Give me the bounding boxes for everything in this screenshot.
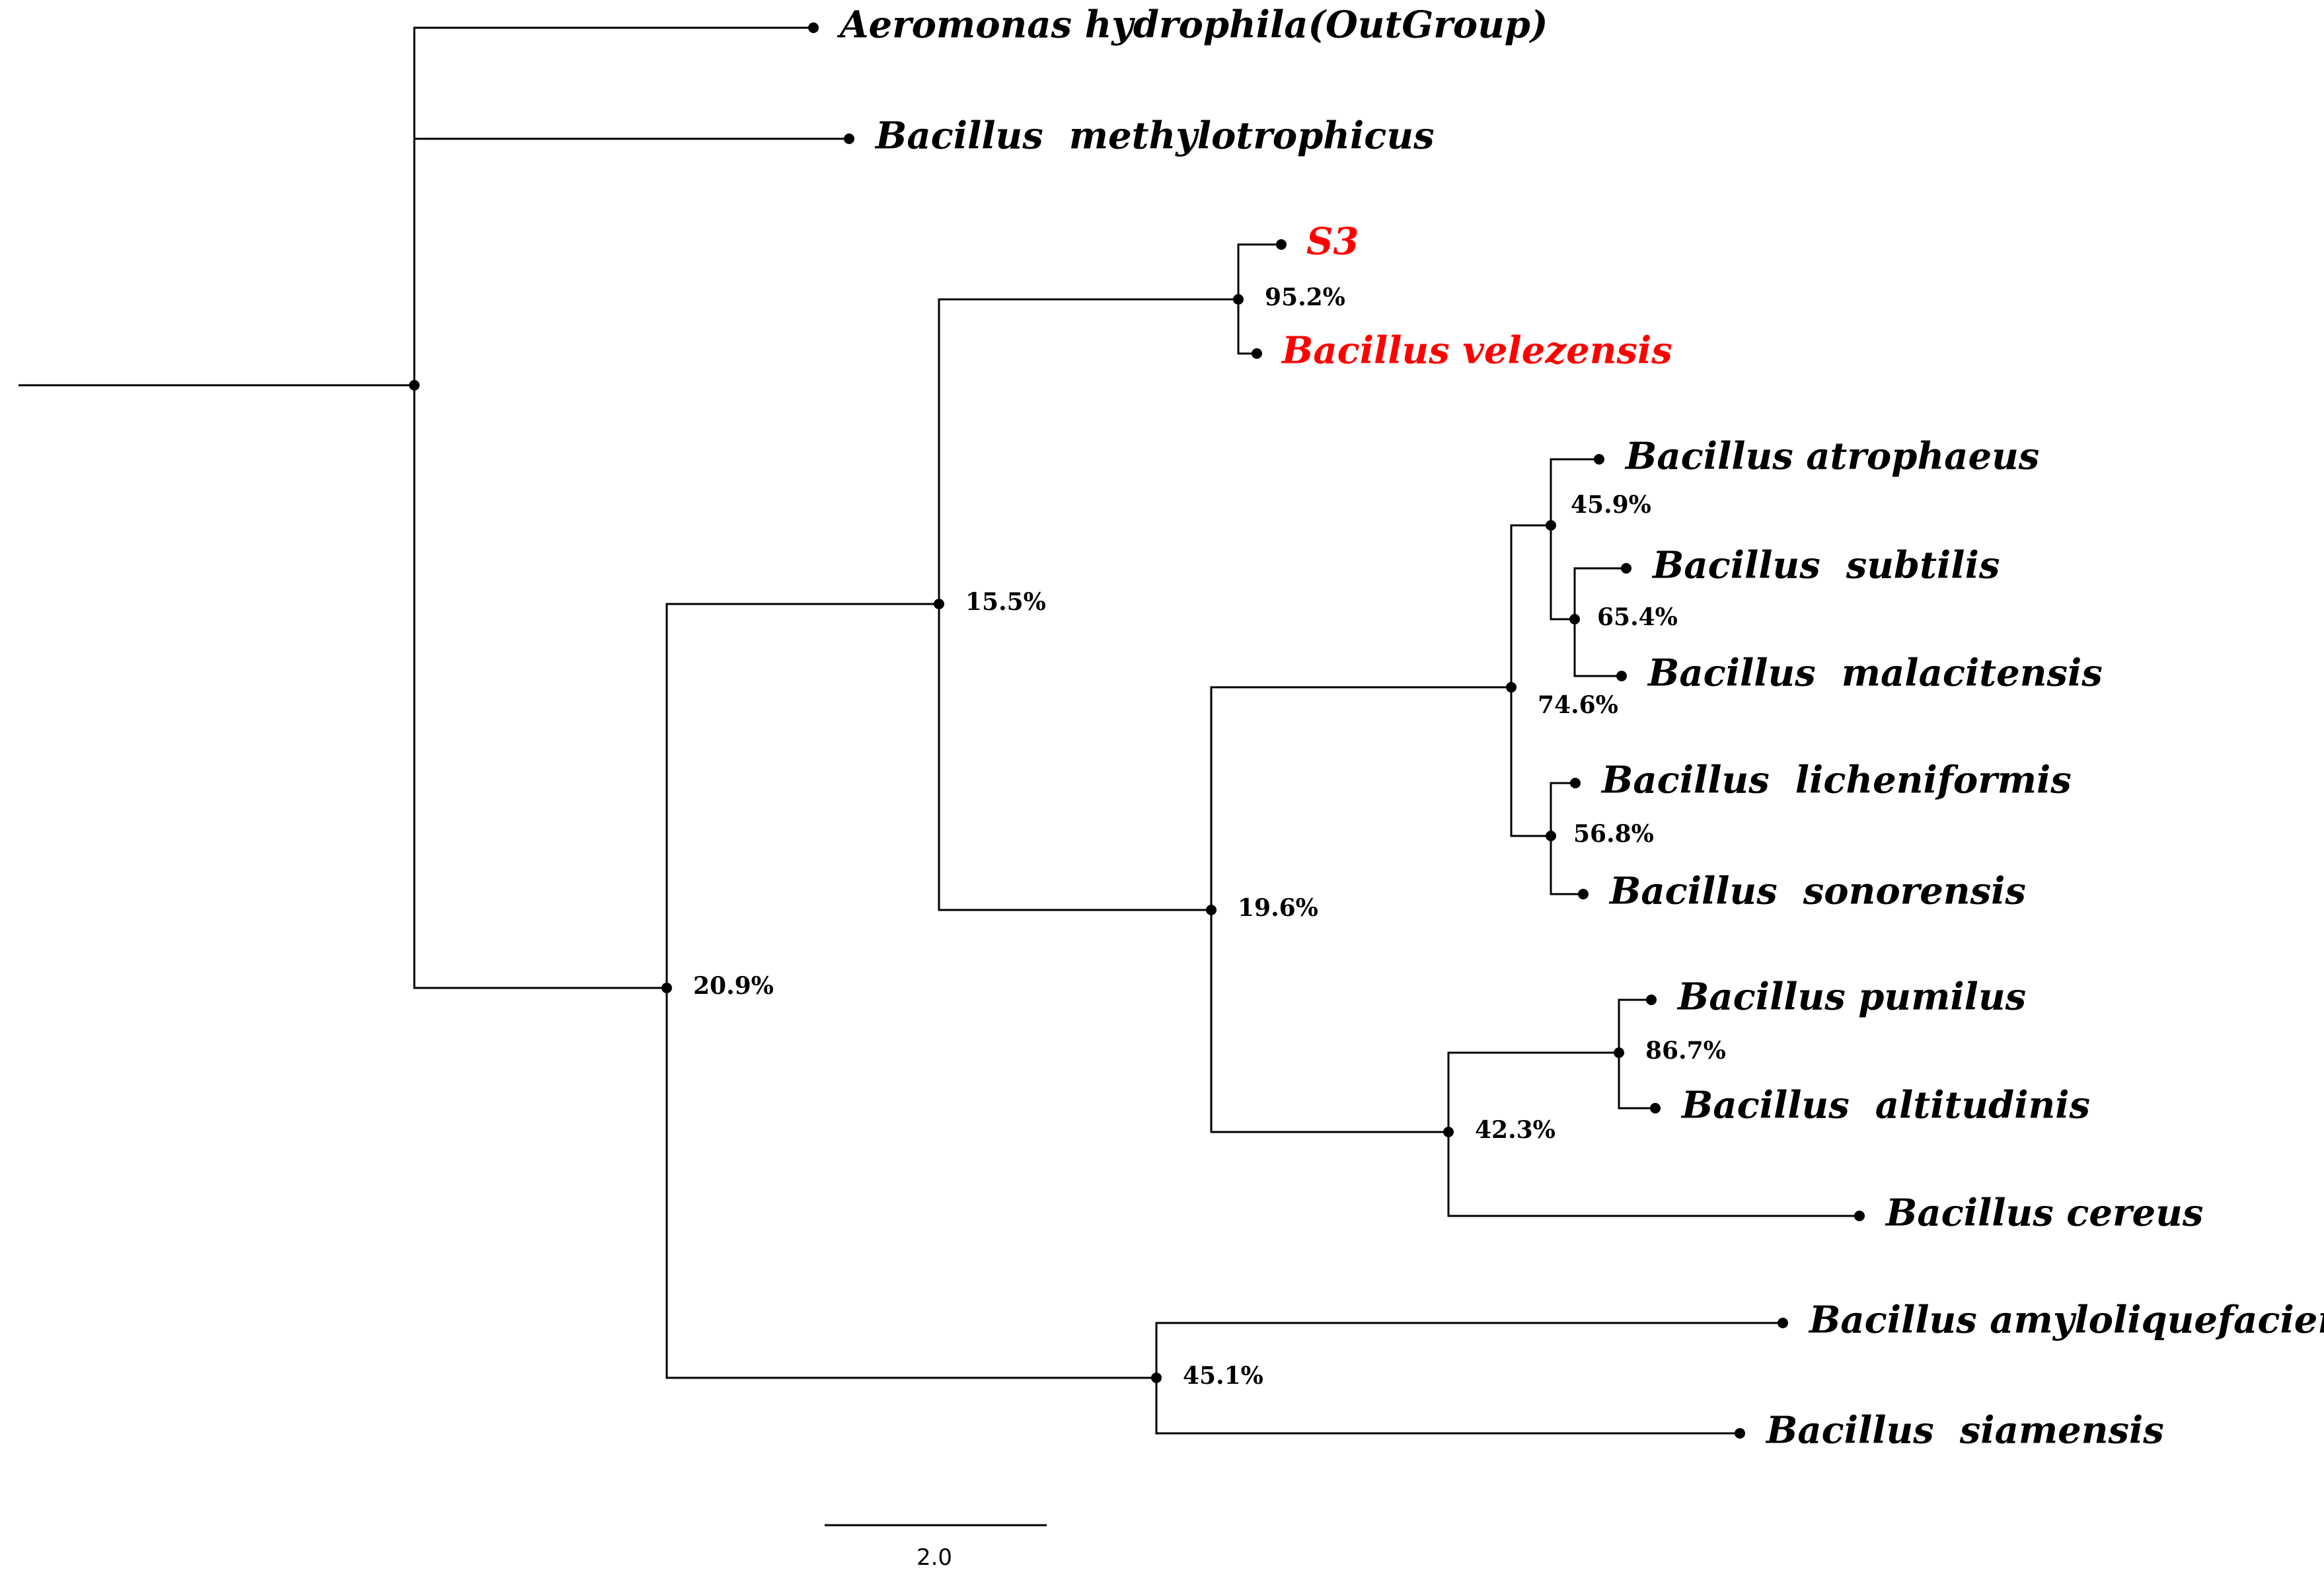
leaf-label-methylo: Bacillus methylotrophicus: [874, 114, 1435, 158]
node-n423: [1443, 1127, 1454, 1137]
node-n209: [661, 983, 672, 993]
node-n654: [1569, 614, 1580, 624]
branch-n155-n952: [938, 298, 1238, 604]
branch-n209-n155: [665, 603, 939, 988]
branch-root-aeromonas: [413, 26, 813, 385]
branch-n196-n746: [1210, 686, 1511, 910]
leaf-dot-aeromonas: [808, 22, 819, 33]
leaf-dot-subtilis: [1621, 563, 1631, 574]
leaf-label-altitudinis: Bacillus altitudinis: [1680, 1084, 2090, 1127]
leaf-label-velezensis: Bacillus velezensis: [1281, 329, 1672, 373]
node-n196: [1206, 905, 1217, 915]
leaf-dot-licheniformis: [1570, 778, 1581, 788]
leaf-label-siamensis: Bacillus siamensis: [1765, 1409, 2164, 1452]
labels: 20.9% 15.5% 95.2% 19.6% 74.6% 45.9% 65.4% 56.8%…: [693, 3, 2324, 1452]
branch-n952-velezensis: [1237, 299, 1257, 355]
leaf-label-s3: S3: [1306, 220, 1359, 264]
leaf-label-subtilis: Bacillus subtilis: [1651, 544, 2000, 587]
branch-n423-n867: [1447, 1051, 1619, 1132]
support-n952: 95.2%: [1265, 283, 1345, 311]
branch-n196-n423: [1210, 910, 1448, 1133]
node-root: [409, 380, 420, 391]
branch-n746-n568: [1510, 687, 1551, 837]
leaf-label-amylo: Bacillus amyloliquefaciens: [1808, 1299, 2324, 1342]
leaf-label-sonorensis: Bacillus sonorensis: [1608, 870, 2026, 913]
branches: [19, 26, 1859, 1435]
support-n459: 45.9%: [1571, 491, 1651, 519]
node-n155: [934, 599, 944, 609]
scale-bar: 2.0: [825, 1524, 1047, 1571]
branch-n568-sonorensis: [1550, 836, 1583, 895]
leaf-dot-amylo: [1778, 1318, 1788, 1328]
branch-n654-malacitensis: [1573, 619, 1622, 677]
support-n155: 15.5%: [965, 588, 1046, 616]
branch-n423-cereus: [1447, 1132, 1859, 1217]
branch-n952-s3: [1237, 243, 1281, 299]
support-n867: 86.7%: [1645, 1037, 1726, 1065]
branch-root-n209: [413, 385, 667, 989]
support-n196: 19.6%: [1238, 894, 1318, 922]
branch-root-methylo: [413, 137, 849, 385]
node-n459: [1546, 520, 1556, 531]
support-n209: 20.9%: [693, 972, 774, 1000]
support-n654: 65.4%: [1597, 603, 1678, 631]
branch-n867-altitudinis: [1618, 1053, 1655, 1110]
leaf-dot-sonorensis: [1578, 889, 1589, 899]
nodes: [409, 22, 1865, 1439]
support-n568: 56.8%: [1573, 820, 1654, 848]
leaf-label-atrophaeus: Bacillus atrophaeus: [1624, 435, 2039, 478]
leaf-dot-velezensis: [1252, 348, 1262, 359]
node-n952: [1233, 294, 1244, 305]
support-n423: 42.3%: [1475, 1116, 1556, 1144]
branch-n451-amylo: [1155, 1322, 1783, 1378]
branch-n459-n654: [1550, 525, 1575, 621]
leaf-dot-s3: [1276, 239, 1287, 250]
branch-n568-licheniformis: [1550, 782, 1575, 836]
branch-n746-n459: [1510, 524, 1551, 687]
leaf-label-licheniformis: Bacillus licheniformis: [1600, 759, 2072, 802]
leaf-dot-siamensis: [1735, 1428, 1745, 1439]
branch-n451-siamensis: [1155, 1378, 1740, 1435]
leaf-dot-pumilus: [1646, 995, 1657, 1005]
leaf-label-cereus: Bacillus cereus: [1885, 1191, 2203, 1235]
branch-n654-subtilis: [1573, 567, 1626, 619]
branch-n459-atrophaeus: [1550, 458, 1599, 525]
scale-bar-label: 2.0: [917, 1544, 952, 1571]
leaf-dot-malacitensis: [1616, 671, 1627, 681]
leaf-dot-atrophaeus: [1594, 454, 1604, 465]
node-n568: [1546, 831, 1556, 841]
leaf-label-aeromonas: Aeromonas hydrophila(OutGroup): [837, 3, 1548, 47]
node-n746: [1506, 682, 1517, 693]
leaf-dot-cereus: [1854, 1211, 1865, 1221]
leaf-dot-methylo: [844, 133, 854, 144]
support-n746: 74.6%: [1538, 691, 1618, 719]
node-n451: [1151, 1373, 1162, 1383]
support-n451: 45.1%: [1183, 1362, 1263, 1390]
branch-n209-n451: [665, 988, 1156, 1379]
node-n867: [1614, 1047, 1624, 1058]
branch-n155-n196: [938, 604, 1211, 911]
leaf-dot-altitudinis: [1650, 1103, 1661, 1113]
branch-n867-pumilus: [1618, 999, 1651, 1053]
leaf-label-pumilus: Bacillus pumilus: [1676, 975, 2026, 1019]
leaf-label-malacitensis: Bacillus malacitensis: [1647, 652, 2103, 695]
